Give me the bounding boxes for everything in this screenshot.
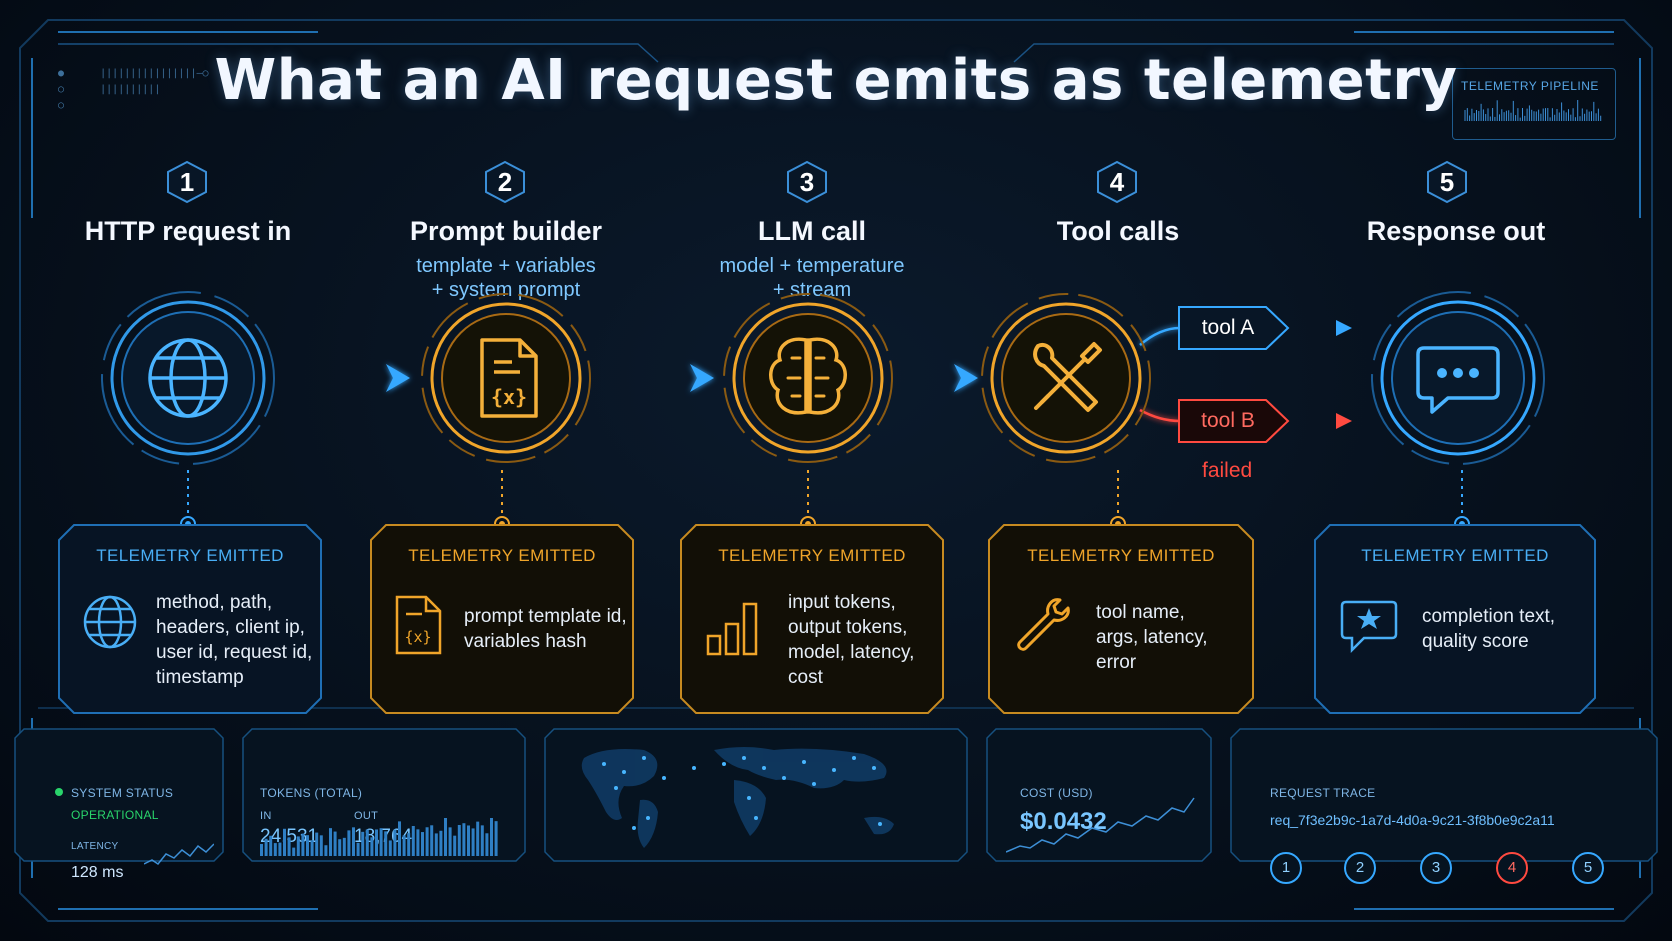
tokens-panel: TOKENS (TOTAL) IN 24,531 OUT 18,764 <box>242 728 526 862</box>
telemetry-card-2-body: prompt template id,variables hash <box>464 606 627 652</box>
telemetry-pipeline-widget: TELEMETRY PIPELINE <box>1452 68 1616 140</box>
latency-value: 128 ms <box>71 864 124 881</box>
cost-value: $0.0432 <box>1020 808 1107 835</box>
trace-step-5[interactable]: 5 <box>1572 852 1604 884</box>
step-5-number: 5 <box>1426 160 1468 204</box>
trace-step-2[interactable]: 2 <box>1344 852 1376 884</box>
tools-icon <box>1033 342 1102 412</box>
brain-circuit-icon <box>769 337 847 415</box>
step-1-node[interactable] <box>98 288 278 468</box>
step-2-number: 2 <box>484 160 526 204</box>
telemetry-card-5: TELEMETRY EMITTED completion text,qualit… <box>1314 524 1596 714</box>
step-3-title: LLM call <box>757 216 866 246</box>
page-title: What an AI request emits as telemetry <box>214 48 1458 113</box>
step-5-title: Response out <box>1366 216 1546 246</box>
chat-bubble-icon <box>1416 346 1500 414</box>
step-2-subtitle-1: template + variables <box>416 255 596 277</box>
cost-sparkline <box>1006 797 1195 853</box>
telemetry-card-3-header: TELEMETRY EMITTED <box>718 546 906 565</box>
tool-b-node[interactable]: tool B <box>1178 399 1290 443</box>
step-4-node[interactable] <box>976 288 1156 468</box>
request-trace-id[interactable]: req_7f3e2b9c-1a7d-4d0a-9c21-3f8b0e9c2a11 <box>1270 812 1555 828</box>
system-status-panel: SYSTEM STATUS OPERATIONAL LATENCY 128 ms <box>14 728 224 881</box>
telemetry-card-3-body: input tokens,output tokens,model, latenc… <box>788 592 915 688</box>
tokens-bar-sparkline <box>260 818 498 856</box>
trace-step-4[interactable]: 4 <box>1496 852 1528 884</box>
telemetry-card-2: TELEMETRY EMITTED {x} prompt template id… <box>370 524 634 714</box>
document-variable-icon: {x} <box>395 595 442 655</box>
request-trace-label: REQUEST TRACE <box>1270 786 1376 800</box>
step-1-title: HTTP request in <box>84 216 292 246</box>
trace-step-1[interactable]: 1 <box>1270 852 1302 884</box>
tool-b-failed-label: failed <box>1202 459 1253 482</box>
trace-step-3[interactable]: 3 <box>1420 852 1452 884</box>
telemetry-card-4: TELEMETRY EMITTED tool name,args, latenc… <box>988 524 1254 714</box>
request-trace-panel: REQUEST TRACE req_7f3e2b9c-1a7d-4d0a-9c2… <box>1230 728 1658 884</box>
telemetry-pipeline-label: TELEMETRY PIPELINE <box>1461 79 1599 93</box>
system-status-value: OPERATIONAL <box>71 808 159 822</box>
world-map-panel <box>544 728 968 862</box>
svg-text:{x}: {x} <box>491 385 527 409</box>
latency-sparkline <box>144 843 214 866</box>
telemetry-card-5-body: completion text,quality score <box>1422 606 1556 652</box>
step-3-subtitle-1: model + temperature <box>719 255 905 277</box>
telemetry-card-2-header: TELEMETRY EMITTED <box>408 546 596 565</box>
tool-a-node[interactable]: tool A <box>1178 306 1290 350</box>
step-4-number: 4 <box>1096 160 1138 204</box>
step-2-subtitle-2: + system prompt <box>431 279 581 301</box>
svg-text:{x}: {x} <box>404 628 431 646</box>
hud-decoration-topleft: ● ||||||||||||||||—○ ○ |||||||||| ○ <box>58 68 209 111</box>
status-dot-icon <box>55 788 63 796</box>
tokens-out-label: OUT <box>354 810 379 822</box>
bar-chart-icon <box>706 602 758 656</box>
cost-panel: COST (USD) $0.0432 <box>986 728 1212 862</box>
world-map-icon <box>581 747 894 848</box>
system-status-label: SYSTEM STATUS <box>71 786 174 800</box>
cost-label: COST (USD) <box>1020 786 1093 800</box>
step-2-node[interactable]: {x} <box>416 288 596 468</box>
globe-icon <box>83 595 137 649</box>
step-2-title: Prompt builder <box>409 216 602 246</box>
step-3-number: 3 <box>786 160 828 204</box>
globe-icon <box>148 338 228 418</box>
step-5-node[interactable] <box>1368 288 1548 468</box>
telemetry-card-4-body: tool name,args, latency,error <box>1096 602 1208 673</box>
tokens-label: TOKENS (TOTAL) <box>260 786 363 800</box>
step-3-node[interactable] <box>718 288 898 468</box>
star-chat-icon <box>1340 600 1398 654</box>
step-4-title: Tool calls <box>1056 216 1180 246</box>
latency-label: LATENCY <box>71 841 119 852</box>
tokens-in-label: IN <box>260 810 272 822</box>
telemetry-card-5-header: TELEMETRY EMITTED <box>1361 546 1549 565</box>
step-1-number: 1 <box>166 160 208 204</box>
telemetry-card-1: TELEMETRY EMITTED method, path,headers, … <box>58 524 322 714</box>
telemetry-card-4-header: TELEMETRY EMITTED <box>1027 546 1215 565</box>
telemetry-card-3: TELEMETRY EMITTED input tokens,output to… <box>680 524 944 714</box>
telemetry-card-1-header: TELEMETRY EMITTED <box>96 546 284 565</box>
request-trace-steps <box>1230 728 1658 862</box>
telemetry-card-1-body: method, path,headers, client ip,user id,… <box>156 592 313 688</box>
wrench-icon <box>1017 598 1070 651</box>
document-variable-icon: {x} <box>480 338 538 418</box>
